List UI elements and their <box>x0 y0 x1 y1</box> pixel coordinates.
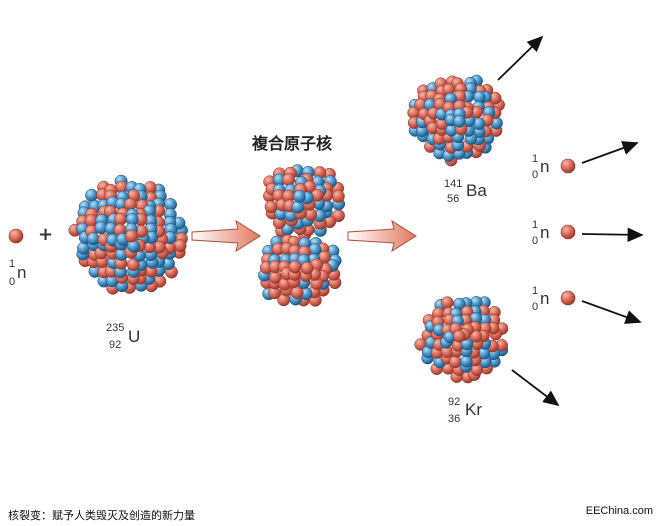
element-symbol: n <box>540 289 550 308</box>
proton-sphere <box>114 212 128 226</box>
proton-sphere <box>124 229 138 243</box>
compound-nucleus-title: 複合原子核 <box>252 134 333 153</box>
mass-number: 92 <box>448 396 461 408</box>
proton-sphere <box>441 296 454 309</box>
element-symbol: Kr <box>465 400 482 419</box>
brand-watermark: EEChina.com <box>585 505 653 517</box>
element-symbol: U <box>128 327 141 346</box>
atomic-number: 0 <box>532 169 539 181</box>
element-symbol: Ba <box>466 181 487 200</box>
reaction-arrow-2 <box>347 219 417 253</box>
mass-number: 141 <box>444 178 463 190</box>
barium-motion-arrow <box>497 35 544 81</box>
mass-number: 1 <box>532 285 539 297</box>
element-symbol: n <box>17 263 27 282</box>
proton-sphere <box>288 260 302 274</box>
atomic-number: 0 <box>9 276 16 288</box>
element-symbol: n <box>540 157 550 176</box>
proton-sphere <box>173 239 187 253</box>
barium-141-nucleus <box>407 74 505 167</box>
atomic-number: 0 <box>532 301 539 313</box>
proton-sphere <box>449 355 462 369</box>
mass-number: 1 <box>9 258 16 270</box>
plus-sign: + <box>38 224 54 245</box>
outgoing-neutron-3 <box>560 290 576 306</box>
compound-nucleus <box>258 164 346 307</box>
uranium-235-nucleus <box>68 174 188 295</box>
atomic-number: 36 <box>448 413 461 425</box>
neutron-1-motion-arrow <box>581 141 639 164</box>
atomic-number: 92 <box>109 339 122 351</box>
proton-sphere <box>300 261 314 275</box>
outgoing-neutron-label-1: 1 0 n <box>532 153 558 185</box>
proton-sphere <box>282 173 296 187</box>
caption: 核裂变：赋予人类毁灭及创造的新力量 <box>8 509 195 522</box>
outgoing-neutron-1 <box>560 158 576 174</box>
incoming-neutron-label: 1 0 n <box>6 258 46 294</box>
atomic-number: 0 <box>532 235 539 247</box>
krypton-label: 92 36 Kr <box>448 396 508 432</box>
incoming-neutron <box>8 228 24 244</box>
reaction-arrow-1 <box>191 219 261 253</box>
element-symbol: n <box>540 223 550 242</box>
proton-sphere <box>452 329 466 343</box>
atomic-number: 56 <box>447 193 460 205</box>
uranium-label: 235 92 U <box>106 322 166 358</box>
neutron-sphere <box>291 200 305 214</box>
outgoing-neutron-label-2: 1 0 n <box>532 219 558 251</box>
krypton-92-nucleus <box>414 296 509 384</box>
neutron-3-motion-arrow <box>581 300 642 324</box>
barium-label: 141 56 Ba <box>444 178 504 214</box>
neutron-sphere <box>85 188 99 202</box>
neutron-2-motion-arrow <box>581 227 644 242</box>
mass-number: 1 <box>532 219 539 231</box>
outgoing-neutron-label-3: 1 0 n <box>532 285 558 317</box>
outgoing-neutron-2 <box>560 224 576 240</box>
proton-sphere <box>331 189 345 203</box>
krypton-motion-arrow <box>511 369 560 407</box>
mass-number: 1 <box>532 153 539 165</box>
neutron-sphere <box>292 189 306 203</box>
mass-number: 235 <box>106 322 125 334</box>
neutron-sphere <box>453 115 466 128</box>
